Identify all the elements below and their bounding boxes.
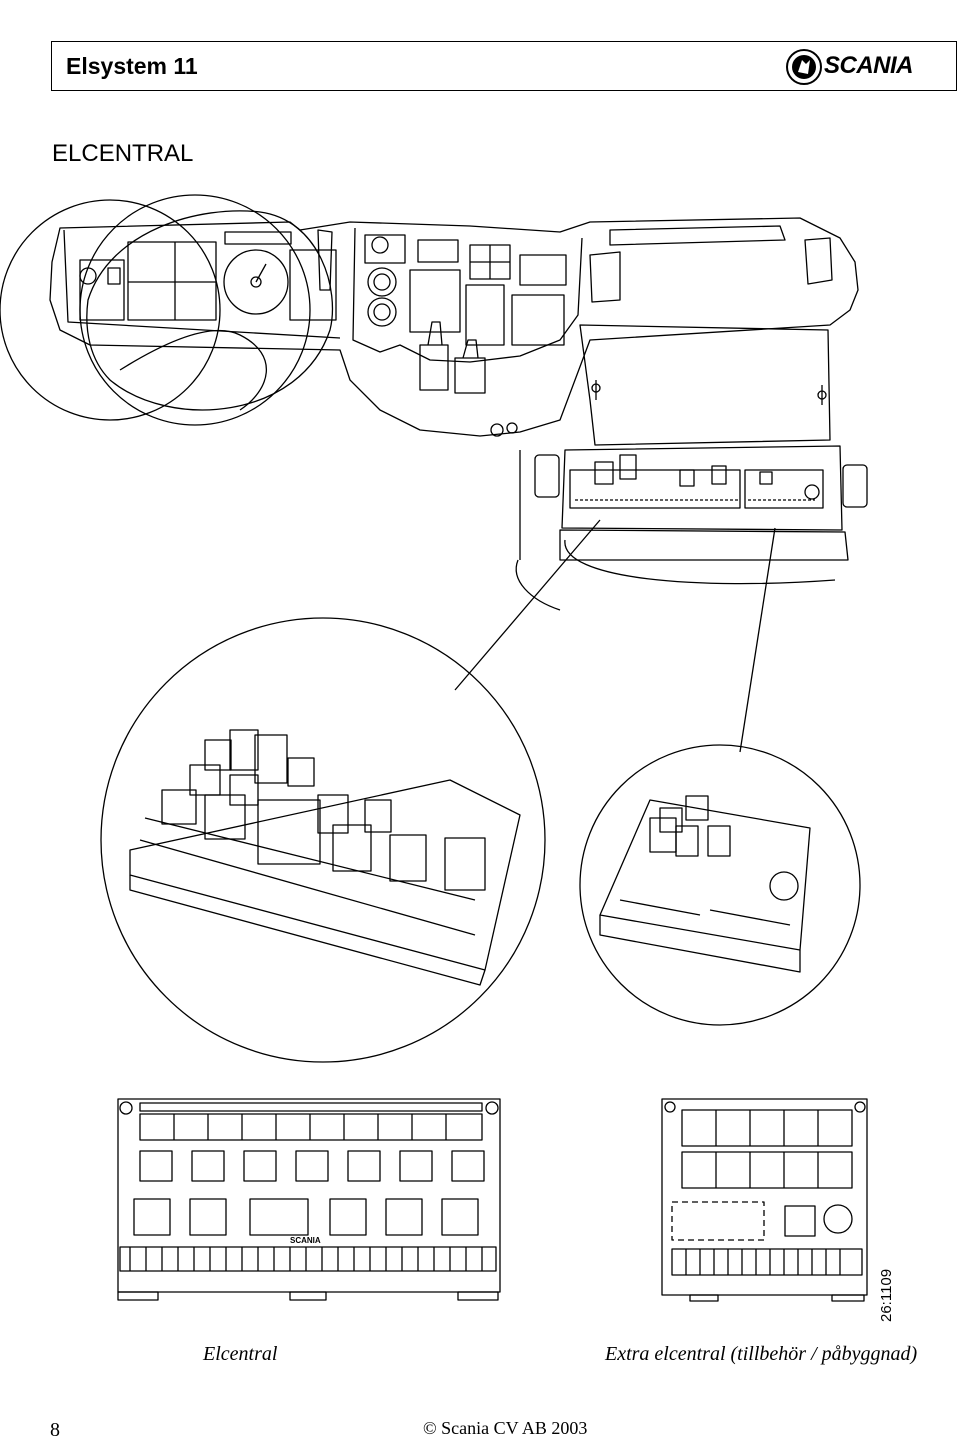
leader-lines (454, 519, 776, 753)
extra-fuse-box-detail (579, 744, 861, 1026)
scania-logo: SCANIA (784, 46, 944, 88)
header-title: Elsystem 11 (66, 53, 198, 79)
board-brand-label: SCANIA (290, 1236, 321, 1245)
page-header: Elsystem 11 SCANIA (51, 41, 957, 91)
logo-wordmark: SCANIA (824, 52, 914, 79)
copyright-notice: © Scania CV AB 2003 (423, 1418, 588, 1438)
caption-extra-elcentral: Extra elcentral (tillbehör / påbyggnad) (605, 1343, 918, 1365)
section-title: ELCENTRAL (52, 140, 194, 167)
page-number: 8 (50, 1419, 60, 1441)
main-fuse-box-plan (117, 1098, 501, 1301)
main-fuse-box-detail (100, 617, 546, 1063)
dashboard-drawing (0, 194, 859, 437)
figure-id-text: 26:1109 (878, 1268, 895, 1322)
extra-fuse-box-plan (661, 1098, 868, 1302)
griffin-emblem-icon (786, 49, 822, 85)
caption-elcentral: Elcentral (203, 1343, 278, 1365)
open-fuse-panel (515, 324, 868, 611)
figure-id-label: 26:1109 (878, 1262, 918, 1322)
